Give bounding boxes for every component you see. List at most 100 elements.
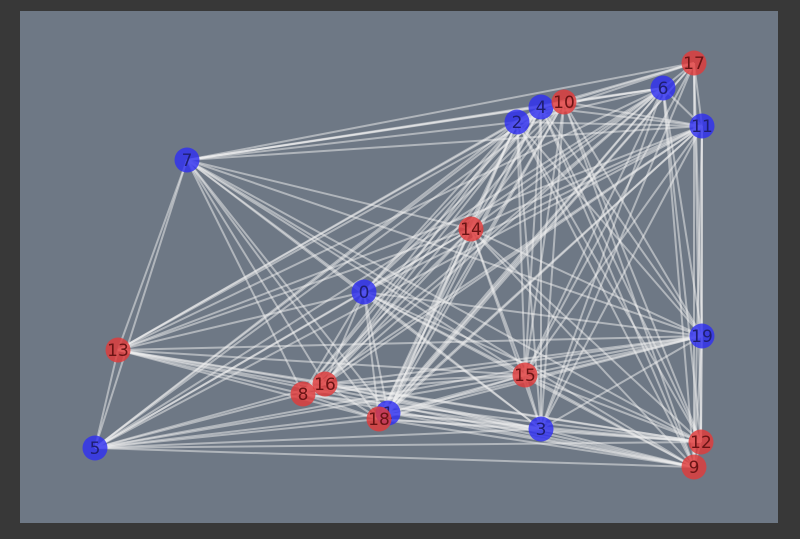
edge-7-18 bbox=[186, 159, 380, 420]
node-label: 5 bbox=[90, 439, 101, 459]
edge-13-19 bbox=[117, 335, 703, 351]
edge-13-14 bbox=[117, 228, 472, 351]
edge-16-0 bbox=[324, 291, 365, 385]
node-circle bbox=[312, 371, 338, 397]
node-label: 15 bbox=[514, 366, 536, 386]
edge-7-2 bbox=[186, 121, 518, 161]
edges-layer bbox=[94, 62, 703, 468]
node-10: 10 bbox=[551, 89, 577, 115]
edge-9-2 bbox=[516, 121, 695, 468]
edge-7-1 bbox=[186, 159, 389, 414]
edge-10-17 bbox=[563, 62, 695, 103]
node-circle bbox=[458, 216, 484, 242]
node-label: 6 bbox=[658, 79, 669, 99]
edge-16-12 bbox=[324, 383, 702, 443]
node-19: 19 bbox=[689, 323, 715, 349]
node-circle bbox=[82, 435, 108, 461]
node-circle bbox=[351, 279, 377, 305]
node-16: 16 bbox=[312, 371, 338, 397]
edge-12-11 bbox=[700, 125, 703, 443]
edge-12-4 bbox=[540, 106, 702, 443]
node-17: 17 bbox=[681, 50, 707, 76]
edge-12-2 bbox=[516, 121, 702, 443]
node-label: 7 bbox=[182, 151, 193, 171]
edge-1-6 bbox=[387, 87, 664, 414]
node-circle bbox=[681, 454, 707, 480]
edge-19-10 bbox=[563, 101, 703, 337]
node-circle bbox=[681, 50, 707, 76]
node-circle bbox=[366, 406, 392, 432]
edge-8-2 bbox=[302, 121, 518, 395]
edge-16-11 bbox=[324, 125, 703, 385]
edge-19-4 bbox=[540, 106, 703, 337]
edge-15-19 bbox=[524, 335, 703, 376]
edge-19-6 bbox=[662, 87, 703, 337]
node-5: 5 bbox=[82, 435, 108, 461]
edge-16-19 bbox=[324, 335, 703, 385]
edge-7-11 bbox=[186, 125, 703, 161]
node-label: 3 bbox=[536, 420, 547, 440]
edge-5-16 bbox=[94, 383, 326, 449]
node-label: 19 bbox=[691, 327, 713, 347]
edge-5-0 bbox=[94, 291, 365, 449]
edge-5-9 bbox=[94, 447, 695, 468]
edge-14-3 bbox=[470, 228, 542, 430]
node-label: 8 bbox=[298, 385, 309, 405]
edge-14-4 bbox=[470, 106, 542, 230]
edge-14-6 bbox=[470, 87, 664, 230]
edge-0-3 bbox=[363, 291, 542, 430]
node-circle bbox=[689, 323, 715, 349]
edge-9-4 bbox=[540, 106, 695, 468]
edge-1-0 bbox=[363, 291, 389, 414]
node-label: 2 bbox=[512, 113, 523, 133]
edge-15-2 bbox=[516, 121, 526, 376]
edge-5-4 bbox=[94, 106, 542, 449]
edge-7-19 bbox=[186, 159, 703, 337]
node-label: 0 bbox=[359, 283, 370, 303]
node-label: 18 bbox=[368, 410, 390, 430]
node-label: 9 bbox=[689, 458, 700, 478]
node-14: 14 bbox=[458, 216, 484, 242]
node-label: 4 bbox=[536, 98, 547, 118]
node-circle bbox=[688, 429, 714, 455]
edge-5-6 bbox=[94, 87, 664, 449]
node-11: 11 bbox=[689, 113, 715, 139]
node-circle bbox=[528, 416, 554, 442]
edge-9-11 bbox=[693, 125, 703, 468]
node-8: 8 bbox=[290, 381, 316, 407]
edge-2-11 bbox=[516, 121, 703, 127]
node-6: 6 bbox=[650, 75, 676, 101]
node-label: 17 bbox=[683, 54, 705, 74]
node-circle bbox=[290, 381, 316, 407]
node-circle bbox=[504, 109, 530, 135]
edge-7-14 bbox=[186, 159, 472, 230]
edge-9-6 bbox=[662, 87, 695, 468]
edge-12-10 bbox=[563, 101, 702, 443]
node-label: 11 bbox=[691, 117, 713, 137]
node-13: 13 bbox=[105, 337, 131, 363]
node-15: 15 bbox=[512, 362, 538, 388]
node-circle bbox=[528, 94, 554, 120]
edge-14-2 bbox=[470, 121, 518, 230]
node-2: 2 bbox=[504, 109, 530, 135]
edge-13-4 bbox=[117, 106, 542, 351]
node-circle bbox=[512, 362, 538, 388]
node-label: 14 bbox=[460, 220, 482, 240]
edge-16-6 bbox=[324, 87, 664, 385]
node-7: 7 bbox=[174, 147, 200, 173]
node-circle bbox=[174, 147, 200, 173]
node-circle bbox=[551, 89, 577, 115]
edge-15-9 bbox=[524, 374, 695, 468]
nodes-layer: 012345678910111213141516171819 bbox=[82, 50, 715, 480]
edge-15-12 bbox=[524, 374, 702, 443]
edge-0-4 bbox=[363, 106, 542, 293]
edge-3-12 bbox=[540, 428, 702, 443]
edge-14-11 bbox=[470, 125, 703, 230]
edge-10-11 bbox=[563, 101, 703, 127]
edge-5-10 bbox=[94, 101, 565, 449]
node-18: 18 bbox=[366, 406, 392, 432]
node-0: 0 bbox=[351, 279, 377, 305]
node-9: 9 bbox=[681, 454, 707, 480]
edge-7-5 bbox=[94, 159, 188, 449]
